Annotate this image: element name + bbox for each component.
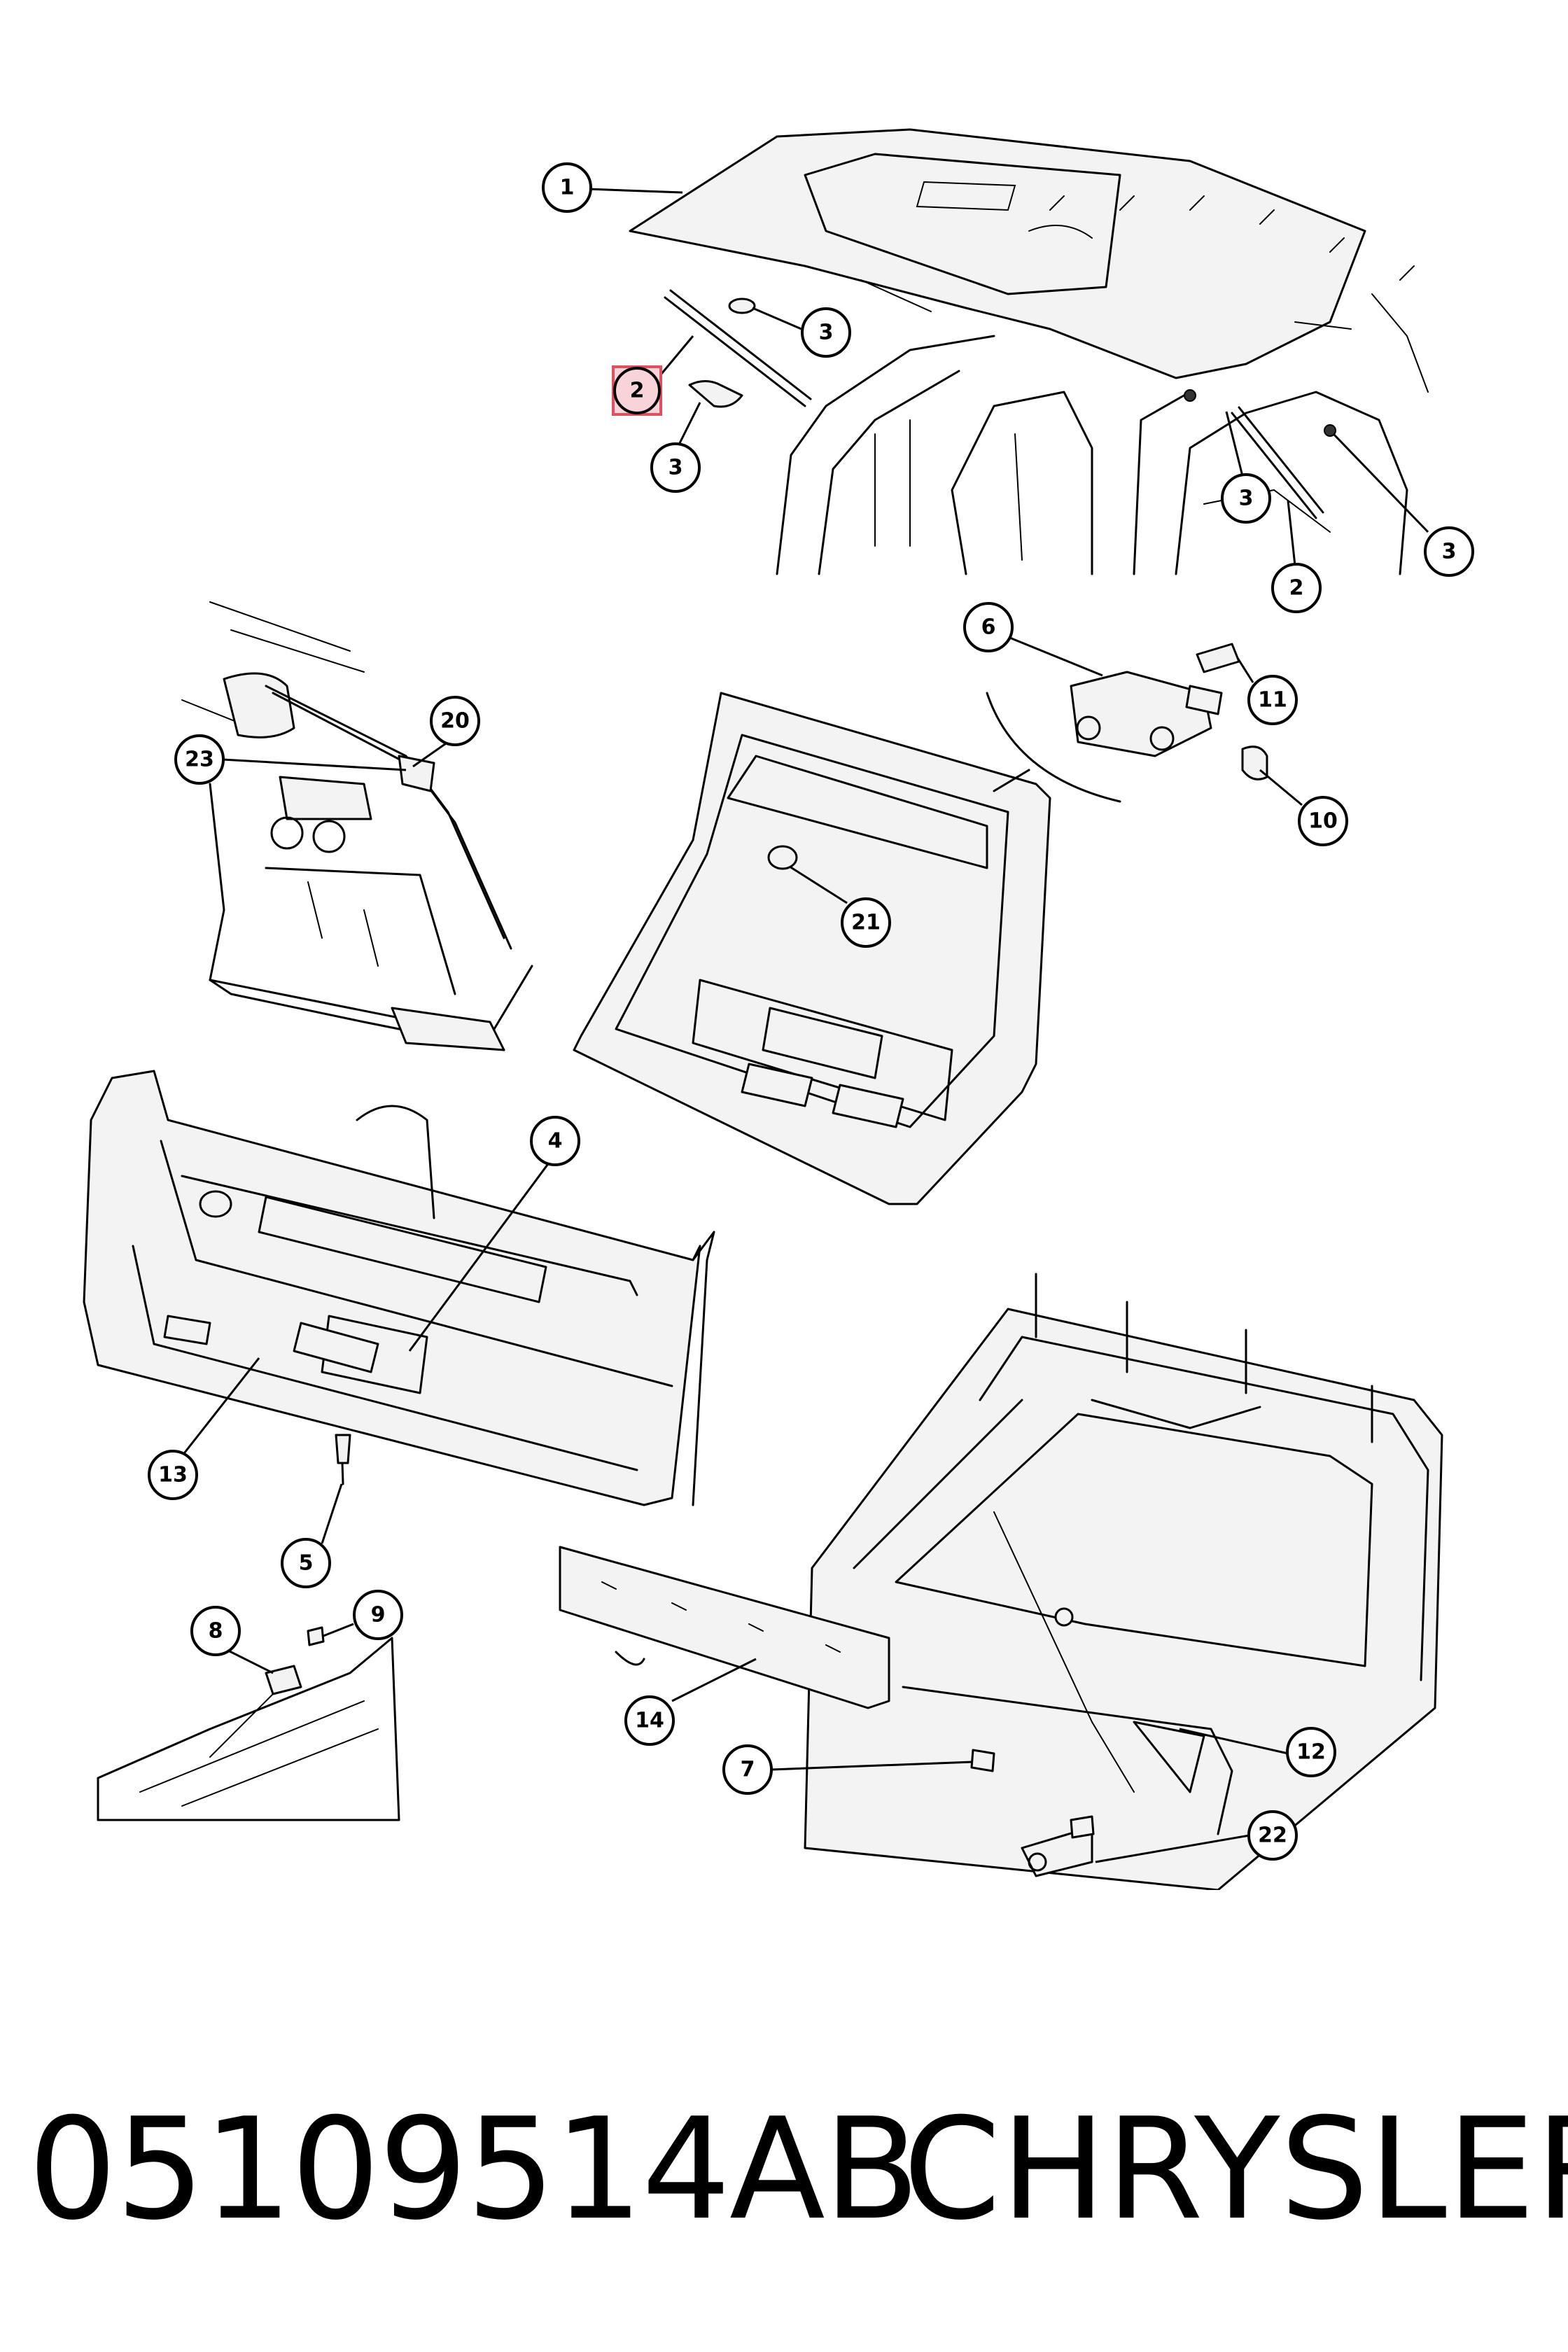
liftgate-top-view [629, 128, 1429, 575]
svg-text:7: 7 [741, 1758, 755, 1782]
svg-text:22: 22 [1258, 1823, 1287, 1848]
part-caption: 05109514AB CHRYSLER [0, 2072, 1568, 2268]
svg-text:13: 13 [158, 1463, 188, 1488]
callout-23: 23 [174, 734, 225, 785]
callout-4: 4 [530, 1116, 580, 1166]
callout-20: 20 [430, 696, 480, 746]
callout-2b: 2 [1271, 563, 1322, 613]
callout-11: 11 [1247, 675, 1298, 725]
brand-name: CHRYSLER [903, 2088, 1568, 2251]
svg-text:9: 9 [371, 1603, 386, 1628]
callout-3c: 3 [1221, 473, 1271, 524]
callout-5: 5 [281, 1538, 331, 1588]
liftgate-inner-view [573, 692, 1051, 1205]
svg-text:4: 4 [548, 1129, 563, 1154]
svg-text:10: 10 [1308, 809, 1338, 834]
svg-text:2: 2 [630, 379, 645, 403]
svg-text:12: 12 [1296, 1740, 1326, 1765]
svg-text:5: 5 [299, 1551, 314, 1576]
svg-text:2: 2 [1289, 576, 1304, 601]
rear-applique-view [559, 1273, 1443, 1890]
svg-text:14: 14 [635, 1709, 664, 1733]
svg-text:3: 3 [668, 456, 683, 480]
svg-text:8: 8 [209, 1619, 223, 1644]
callout-6: 6 [963, 602, 1014, 652]
callout-8: 8 [190, 1606, 241, 1656]
svg-text:3: 3 [1442, 540, 1457, 564]
callout-2-highlighted: 2 [612, 365, 662, 416]
svg-text:3: 3 [1239, 486, 1254, 511]
callout-10: 10 [1298, 796, 1348, 846]
latch-cable-view [181, 601, 533, 1051]
svg-text:23: 23 [185, 748, 214, 772]
callout-1: 1 [542, 162, 592, 213]
svg-text:20: 20 [440, 709, 470, 734]
svg-text:3: 3 [819, 321, 834, 345]
callout-9: 9 [353, 1590, 403, 1640]
liftgate-trim-view [83, 1070, 715, 1506]
parts-diagram: 1 2 3 3 3 3 2 6 11 [83, 128, 1474, 1890]
callouts: 1 2 3 3 3 3 2 6 11 [148, 162, 1474, 1863]
svg-text:21: 21 [851, 911, 881, 935]
callout-3a: 3 [801, 307, 851, 358]
callout-14: 14 [624, 1695, 675, 1746]
callout-12: 12 [1286, 1727, 1336, 1777]
callout-7: 7 [722, 1744, 773, 1795]
svg-text:6: 6 [981, 615, 996, 640]
callout-3b: 3 [650, 442, 701, 493]
svg-text:1: 1 [560, 176, 575, 200]
callout-13: 13 [148, 1450, 198, 1500]
lock-cylinder-detail [97, 1626, 400, 1821]
svg-text:11: 11 [1258, 688, 1287, 713]
callout-21: 21 [841, 897, 891, 948]
callout-3d: 3 [1424, 526, 1474, 577]
part-number: 05109514AB [28, 2088, 920, 2251]
hinge-detail [986, 643, 1268, 803]
callout-22: 22 [1247, 1810, 1298, 1861]
